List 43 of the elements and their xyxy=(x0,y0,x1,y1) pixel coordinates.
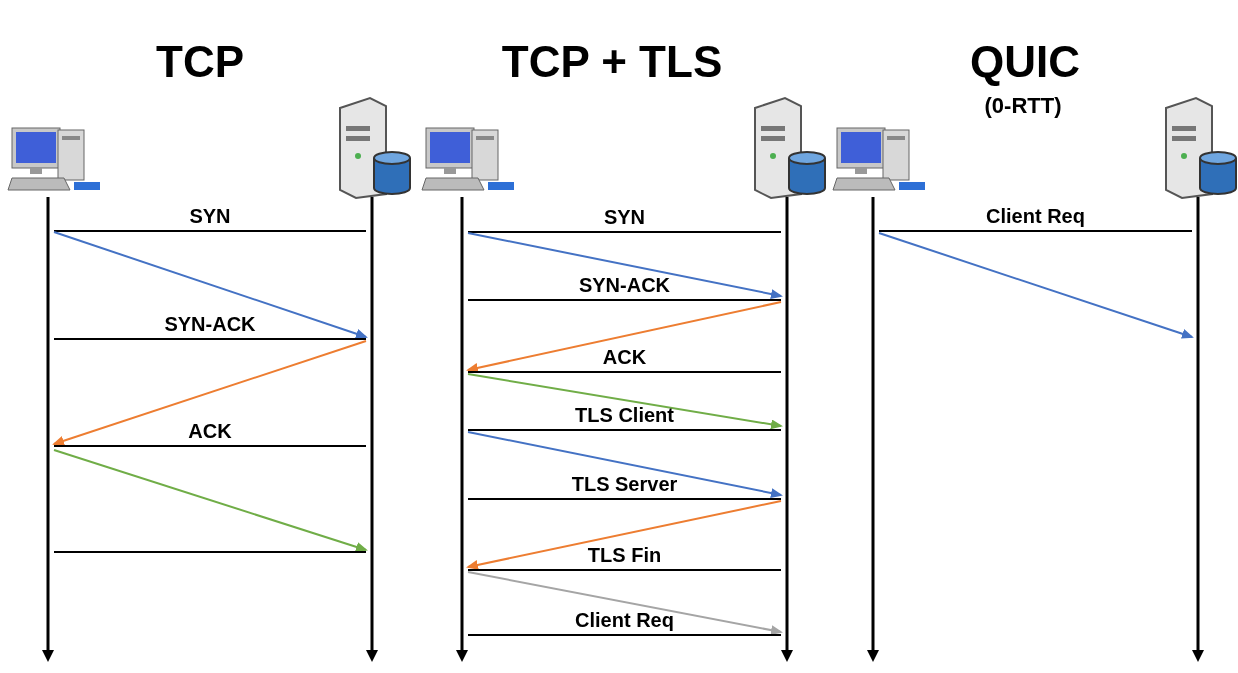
edge-label: Client Req xyxy=(575,609,674,631)
arrow xyxy=(466,500,782,570)
arrow xyxy=(53,449,368,552)
edge-label: TLS Server xyxy=(571,473,678,495)
connector-line xyxy=(53,230,367,232)
heading: QUIC xyxy=(970,36,1080,87)
edge-label: Client Req xyxy=(986,205,1085,227)
connector-line xyxy=(53,551,367,553)
edge-label: ACK xyxy=(188,420,232,442)
arrow xyxy=(53,231,368,339)
connector-line xyxy=(878,230,1193,232)
arrow xyxy=(52,340,367,446)
edge-label: SYN xyxy=(603,206,646,228)
lifeline-arrow xyxy=(1192,197,1204,662)
arrow xyxy=(467,431,783,498)
edge-label: SYN xyxy=(189,205,231,227)
arrow xyxy=(467,373,783,430)
lifeline-arrow xyxy=(456,197,468,662)
arrow xyxy=(466,301,782,373)
lifeline-arrow xyxy=(366,197,378,662)
heading: TCP xyxy=(156,36,244,87)
connector-line xyxy=(467,569,782,571)
subheading: (0-RTT) xyxy=(984,93,1062,120)
arrow xyxy=(467,232,783,299)
arrow xyxy=(878,232,1194,339)
connector-line xyxy=(53,445,367,447)
connector-line xyxy=(467,231,782,233)
edge-label: TLS Client xyxy=(575,404,674,426)
edge-label: TLS Fin xyxy=(587,544,662,566)
lifeline-arrow xyxy=(867,197,879,662)
edge-label: SYN-ACK xyxy=(578,274,671,296)
connector-line xyxy=(467,371,782,373)
edge-label: SYN-ACK xyxy=(164,313,256,335)
connector-line xyxy=(467,634,782,636)
arrow xyxy=(467,571,783,636)
lifeline-arrow xyxy=(42,197,54,662)
connector-line xyxy=(467,299,782,301)
heading: TCP + TLS xyxy=(501,36,723,87)
connector-line xyxy=(467,429,782,431)
connector-line xyxy=(53,338,367,340)
lifeline-arrow xyxy=(781,197,793,662)
edge-label: ACK xyxy=(602,346,647,368)
connector-line xyxy=(467,498,782,500)
